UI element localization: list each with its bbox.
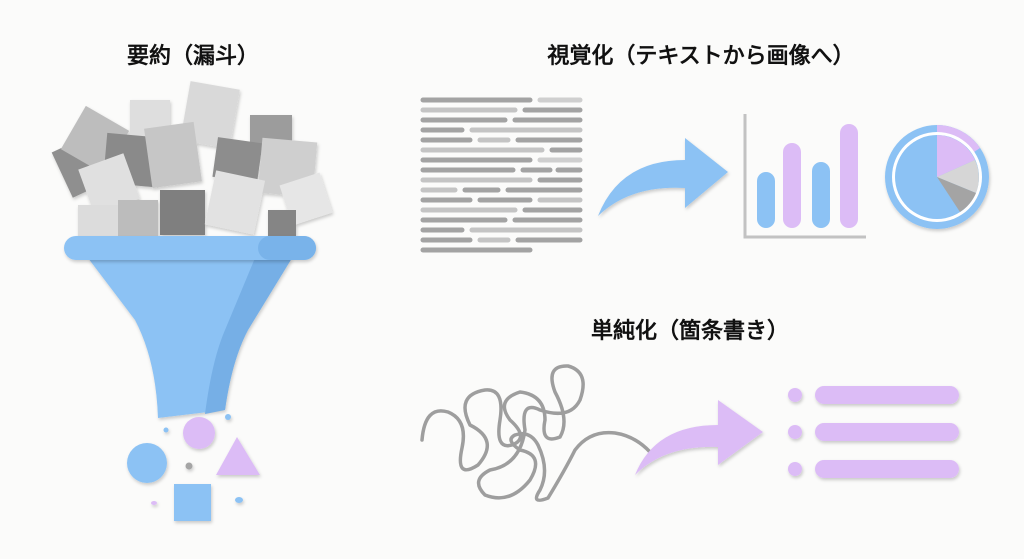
circle-shape [183,417,215,449]
output-shapes [127,414,260,521]
funnel-shade [205,258,292,414]
chart-bar [840,124,858,228]
arrow-right-icon [635,400,763,475]
bullet-list-icon [788,386,959,478]
tangled-line-icon [420,364,652,502]
paper [78,153,140,215]
chart-bar [757,172,775,228]
bullet-dot [788,388,802,402]
paper [212,137,263,184]
simplification-title: 単純化（箇条書き） [590,319,790,344]
dot [185,462,193,470]
paper [204,170,266,235]
visualization-title: 視覚化（テキストから画像へ） [547,44,855,69]
circle-shape [127,443,167,483]
paper [144,121,202,189]
bullet-line [815,386,959,404]
dot [163,427,169,433]
arrow-right-icon [598,138,728,216]
chart-bar [783,143,801,228]
paper [78,205,118,237]
dot [225,414,231,420]
funnel [64,236,316,418]
summary-title: 要約（漏斗） [126,44,260,69]
bar-chart-icon [743,114,866,239]
text-block-icon [420,97,583,253]
paper [118,200,158,237]
paper [268,210,296,238]
bullet-line [815,423,959,441]
bullet-dot [788,462,802,476]
funnel-rim-shade [258,236,316,260]
pie-chart-icon [885,125,989,229]
square-shape [174,484,211,521]
dot [235,497,243,503]
paper [180,81,240,149]
funnel-rim [64,236,316,260]
papers-pile [51,81,333,238]
paper [160,190,205,235]
bullet-dot [788,425,802,439]
triangle-shape [216,437,260,475]
chart-bar [812,162,830,228]
dot [151,501,157,505]
bullet-line [815,460,959,478]
